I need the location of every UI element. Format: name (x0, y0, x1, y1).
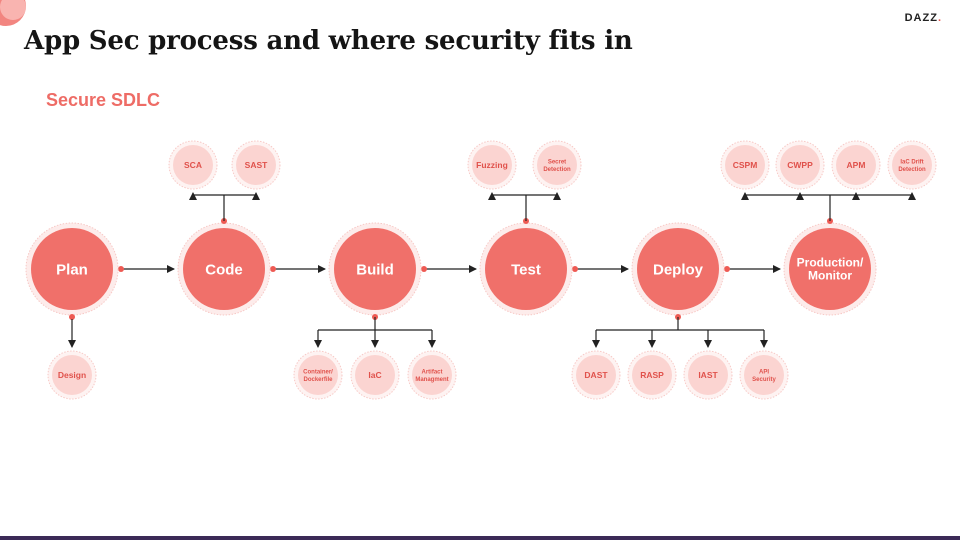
slide-title: App Sec process and where security fits … (24, 26, 633, 56)
flow-arrow-dot (572, 266, 578, 272)
tool-label: Secret (548, 159, 566, 165)
flow-arrow-dot (724, 266, 730, 272)
stage-label-build: Build (356, 261, 394, 278)
tool-circle (576, 355, 616, 395)
tool-label: IaC (368, 370, 381, 380)
tool-label: Security (752, 377, 776, 383)
flow-arrow-dot (118, 266, 124, 272)
stage-label-production: Monitor (808, 269, 852, 283)
tool-label: Artifact (421, 369, 442, 375)
tool-label: Dockerfile (303, 377, 333, 383)
tool-label: CWPP (787, 160, 813, 170)
tool-label: Design (58, 370, 86, 380)
flow-arrow-dot (270, 266, 276, 272)
tool-circle (355, 355, 395, 395)
tool-label: SCA (184, 160, 202, 170)
tool-label: IAST (698, 370, 718, 380)
tool-circle (725, 145, 765, 185)
stage-label-plan: Plan (56, 261, 88, 278)
tool-circle (52, 355, 92, 395)
tool-label: Container/ (303, 369, 333, 375)
stage-label-test: Test (511, 261, 541, 278)
tool-label: Detection (898, 167, 926, 173)
tool-circle (298, 355, 338, 395)
tool-circle (472, 145, 512, 185)
tool-circle (688, 355, 728, 395)
stage-label-code: Code (205, 261, 243, 278)
tool-circle (836, 145, 876, 185)
stage-circle-build (334, 228, 416, 310)
logo-text: DAZZ (904, 12, 938, 24)
tool-label: APM (847, 160, 866, 170)
tool-label: DAST (584, 370, 608, 380)
logo: DAZZ. (905, 12, 942, 24)
tool-circle (744, 355, 784, 395)
corner-decoration-light (0, 0, 26, 20)
logo-dot: . (937, 12, 942, 24)
tool-circle (892, 145, 932, 185)
tool-label: Fuzzing (476, 160, 508, 170)
stage-circle-plan (31, 228, 113, 310)
tool-circle (412, 355, 452, 395)
stage-label-deploy: Deploy (653, 261, 704, 278)
tool-label: Detection (543, 167, 571, 173)
stage-circle-code (183, 228, 265, 310)
tool-circle (632, 355, 672, 395)
subtitle: Secure SDLC (46, 90, 161, 110)
footer-bar (0, 536, 960, 540)
flow-arrow-dot (421, 266, 427, 272)
tool-connector-dot (69, 314, 75, 320)
tool-label: RASP (640, 370, 664, 380)
stage-circle-test (485, 228, 567, 310)
tool-label: IaC Drift (900, 159, 923, 165)
tool-circle (780, 145, 820, 185)
tool-circle (236, 145, 276, 185)
stage-label-production: Production/ (797, 256, 864, 270)
stage-circle-deploy (637, 228, 719, 310)
tool-label: CSPM (733, 160, 758, 170)
tool-circle (173, 145, 213, 185)
tool-label: Managment (415, 377, 448, 383)
tool-circle (537, 145, 577, 185)
tool-label: SAST (245, 160, 268, 170)
stage-circle-production (789, 228, 871, 310)
tool-label: API (759, 369, 769, 375)
